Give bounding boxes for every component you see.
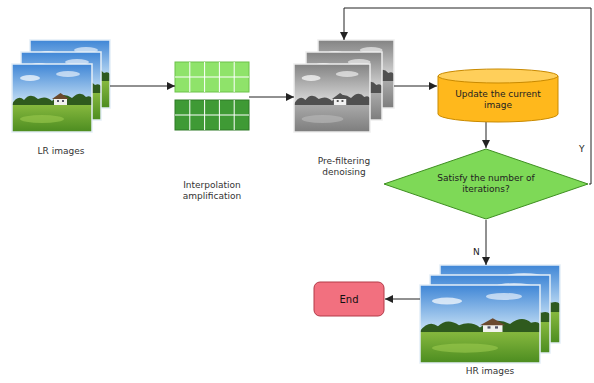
edge-label: Y [578,144,586,155]
terminal-shape [314,282,384,316]
flow-arrow [394,86,437,87]
lr-image-stack [12,40,110,132]
flow-arrow [110,86,175,87]
image-stack: HR images [420,265,560,363]
image-caption: LR images [11,146,111,157]
text-holder: Satisfy the number of iterations? [383,148,589,220]
node-text: End [339,294,358,305]
node-text: Update the current image [452,89,544,111]
diamond-shape [384,149,588,219]
grid-light [175,62,249,92]
image-caption: Interpolation amplification [164,180,260,202]
text-holder: End [313,281,385,317]
gray-image-stack [294,40,394,132]
image-caption: HR images [440,366,540,377]
process-cylinder: Update the current image [437,68,559,122]
interpolation-grid: Interpolation amplification [175,62,249,132]
edge-label: N [472,247,481,258]
hr-image-stack [420,265,560,363]
image-caption: Pre-filtering denoising [296,156,392,178]
photo [294,64,370,132]
flow-arrow [486,220,487,265]
photo-frame [12,64,92,132]
photo [12,64,92,132]
image-stack: LR images [12,40,110,132]
flow-arrow [486,122,487,148]
grid-line [175,115,249,116]
flow-arrow [249,97,294,98]
node-text: Satisfy the number of iterations? [430,173,542,195]
terminal-box: End [313,281,385,317]
grid-dark [175,100,249,130]
interpolation-grid [175,62,249,130]
grid-line [175,77,249,78]
photo-frame [294,64,370,132]
cylinder-top [438,69,558,83]
flow-arrow [385,299,420,300]
photo [420,285,540,363]
decision-diamond: Satisfy the number of iterations? [383,148,589,220]
image-stack: Pre-filtering denoising [294,40,394,132]
text-holder: Update the current image [437,68,559,122]
photo-frame [420,285,540,363]
